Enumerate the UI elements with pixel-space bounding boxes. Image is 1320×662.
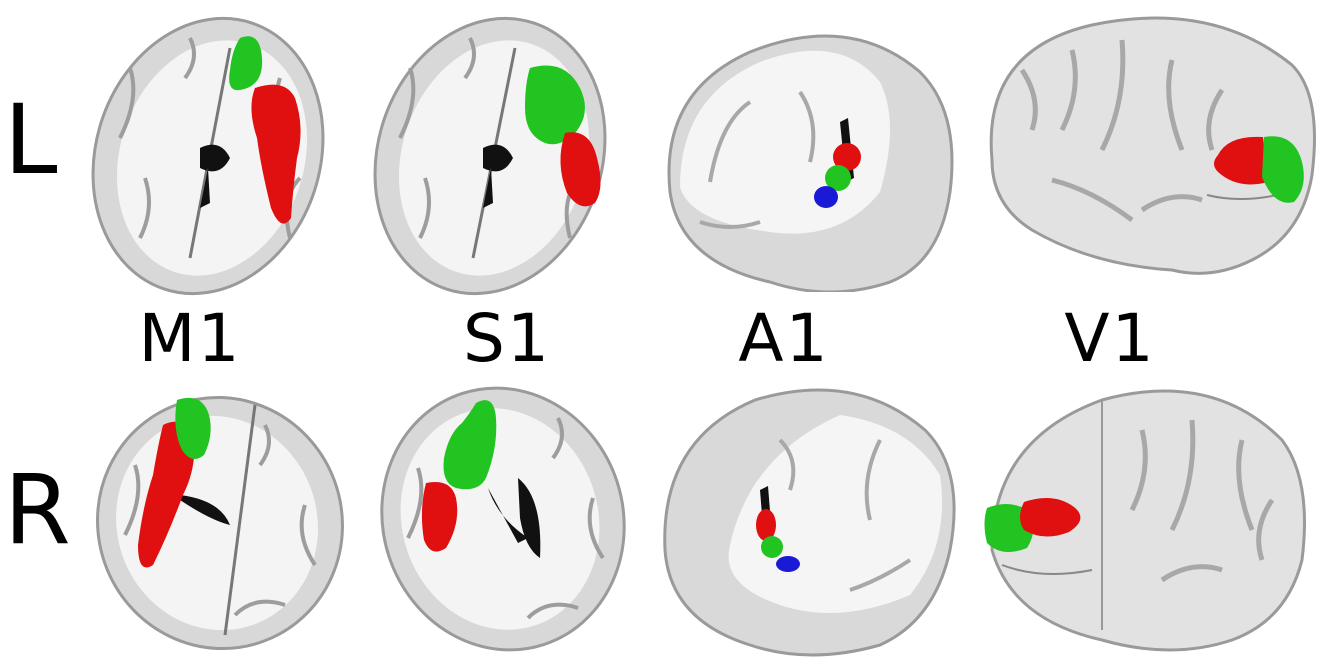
row-label-left: L xyxy=(4,84,58,196)
brain-render-left-a1 xyxy=(650,22,960,292)
column-label-v1: V1 xyxy=(1064,300,1156,377)
brain-render-right-a1 xyxy=(650,380,960,660)
brain-render-left-v1 xyxy=(982,10,1317,295)
brain-render-right-m1 xyxy=(85,385,350,660)
brain-surface xyxy=(663,388,956,657)
brain-render-right-v1 xyxy=(982,380,1312,660)
column-label-m1: M1 xyxy=(138,300,242,377)
brain-surface xyxy=(667,34,954,292)
brain-surface xyxy=(990,389,1306,652)
segment-overlays xyxy=(814,143,861,208)
brain-render-left-s1 xyxy=(355,8,625,303)
segment-overlays xyxy=(756,509,800,572)
segment-overlays xyxy=(1214,136,1304,203)
segment-overlays xyxy=(138,397,211,568)
brain-render-right-s1 xyxy=(368,378,638,660)
segment-overlays xyxy=(984,498,1081,552)
segment-overlays xyxy=(525,65,601,207)
column-label-s1: S1 xyxy=(463,300,551,377)
segment-overlays xyxy=(229,36,301,224)
brain-surface xyxy=(989,16,1316,275)
brain-render-left-m1 xyxy=(80,8,340,303)
column-label-a1: A1 xyxy=(738,300,830,377)
brain-surface xyxy=(91,16,325,296)
brain-surface xyxy=(380,386,626,652)
brain-surface xyxy=(96,395,344,651)
row-label-right: R xyxy=(4,454,71,566)
segment-overlays xyxy=(421,400,497,552)
